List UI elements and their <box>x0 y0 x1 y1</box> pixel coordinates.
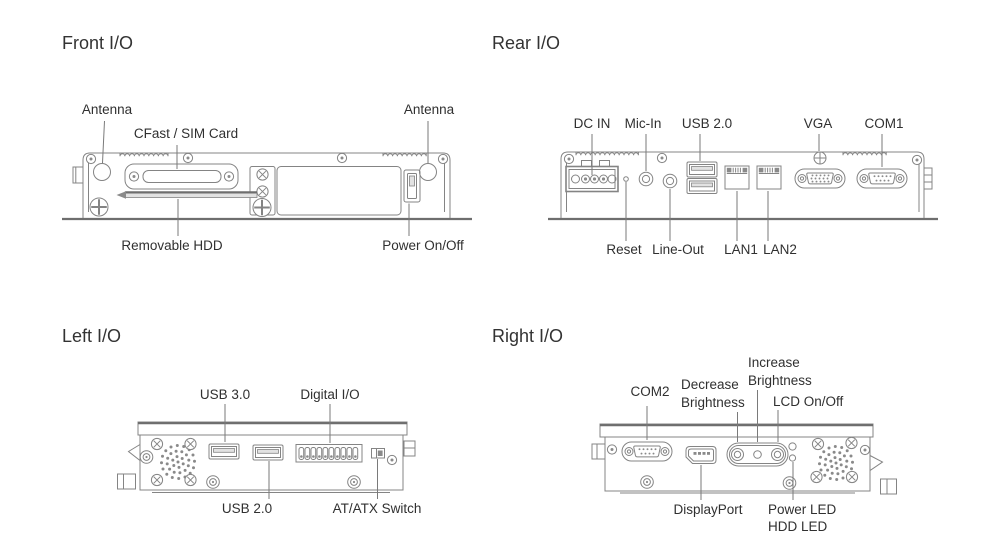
label-lan1: LAN1 <box>724 242 758 257</box>
usb3-port <box>208 443 240 460</box>
label-com1: COM1 <box>864 116 904 131</box>
displayport-connector <box>685 446 717 464</box>
label-line-out: Line-Out <box>652 242 704 257</box>
speaker-vent-right <box>818 445 854 481</box>
mic-in-jack <box>638 171 654 187</box>
antenna-right-circle <box>419 163 437 181</box>
label-antenna-left: Antenna <box>81 102 133 117</box>
antenna-left-circle <box>93 163 111 181</box>
rear-leader-lines <box>591 134 883 241</box>
right-io-title: Right I/O <box>492 326 564 346</box>
led-indicators <box>788 442 797 462</box>
com1-connector <box>856 168 908 189</box>
label-usb30: USB 3.0 <box>199 387 251 402</box>
label-power-on-off: Power On/Off <box>382 238 464 253</box>
brightness-button-cluster <box>726 442 789 467</box>
left-side-tab <box>403 440 416 457</box>
lan2-port <box>756 165 782 190</box>
power-button <box>403 169 421 203</box>
line-out-jack <box>662 173 678 189</box>
label-antenna-right: Antenna <box>403 102 455 117</box>
lan1-port <box>724 165 750 190</box>
com2-connector <box>621 441 673 462</box>
label-lcd-on-off: LCD On/Off <box>773 394 844 409</box>
usb2-ports-rear <box>686 161 718 194</box>
left-io-title: Left I/O <box>62 326 122 346</box>
at-atx-switch <box>371 448 385 459</box>
cfast-sim-slot <box>124 163 239 190</box>
label-mic-in: Mic-In <box>624 116 662 131</box>
front-mount-tab <box>72 166 84 184</box>
label-vga: VGA <box>803 116 833 131</box>
reset-pinhole <box>623 176 629 182</box>
front-io-title: Front I/O <box>62 33 134 53</box>
label-lan2: LAN2 <box>763 242 797 257</box>
label-dc-in: DC IN <box>573 116 611 131</box>
label-usb20-left: USB 2.0 <box>221 501 273 516</box>
label-com2: COM2 <box>630 384 670 399</box>
label-increase-brightness: Increase Brightness <box>748 355 812 388</box>
label-hdd-led: HDD LED <box>768 519 828 534</box>
label-decrease-brightness: Decrease Brightness <box>681 377 745 410</box>
vga-connector <box>794 168 846 189</box>
label-power-led: Power LED <box>768 502 837 517</box>
front-leader-lines <box>102 120 429 236</box>
left-leader-lines <box>224 404 378 499</box>
right-leader-lines <box>646 390 794 500</box>
right-panel-drawing <box>591 390 897 500</box>
left-mount-bracket <box>117 473 136 490</box>
right-mount-bracket <box>880 478 897 495</box>
rear-mount-tab <box>923 167 933 190</box>
label-displayport: DisplayPort <box>673 502 743 517</box>
usb2-port-left <box>252 444 284 461</box>
removable-hdd-slot <box>116 191 258 199</box>
label-reset: Reset <box>606 242 642 257</box>
left-panel-drawing <box>117 404 416 499</box>
label-removable-hdd: Removable HDD <box>121 238 223 253</box>
label-at-atx-switch: AT/ATX Switch <box>332 501 422 516</box>
front-panel-drawing <box>62 120 472 236</box>
label-digital-io: Digital I/O <box>300 387 360 402</box>
digital-io-terminal <box>295 444 363 463</box>
rear-panel-drawing <box>548 134 938 241</box>
label-usb20-rear: USB 2.0 <box>681 116 733 131</box>
label-cfast-sim: CFast / SIM Card <box>133 126 239 141</box>
rear-io-title: Rear I/O <box>492 33 561 53</box>
right-mount-tab <box>591 443 606 460</box>
